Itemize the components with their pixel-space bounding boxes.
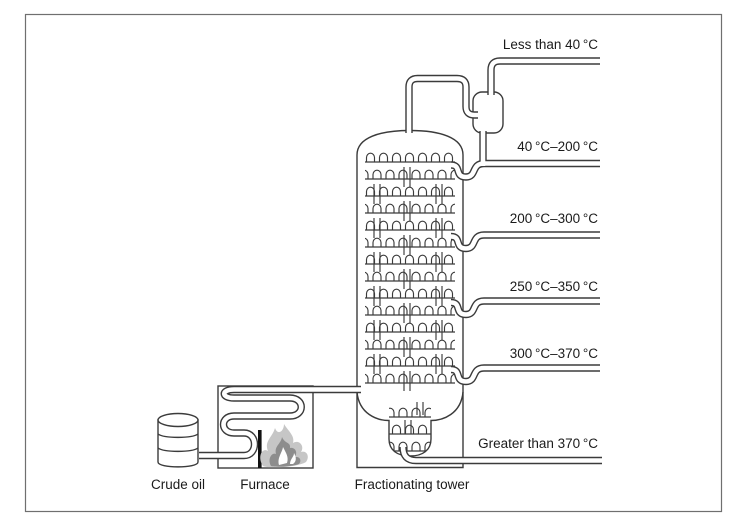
frame-border	[24, 13, 723, 513]
flame-icon	[260, 424, 308, 468]
tray-downcomers	[373, 167, 443, 434]
label-greater-370: Greater than 370 °C	[478, 436, 598, 451]
label-less-than-40: Less than 40 °C	[502, 37, 598, 52]
label-40-200: 40 °C–200 °C	[517, 139, 598, 154]
fractionating-tower	[356, 129, 464, 469]
label-250-350: 250 °C–350 °C	[509, 279, 598, 294]
furnace-divider	[258, 430, 262, 468]
label-300-370: 300 °C–370 °C	[509, 346, 598, 361]
crude-oil-barrel	[157, 412, 199, 468]
label-furnace: Furnace	[240, 477, 290, 492]
label-fractionating-tower: Fractionating tower	[354, 477, 470, 492]
bubble-cap-trays	[365, 150, 455, 456]
label-200-300: 200 °C–300 °C	[509, 211, 598, 226]
label-crude-oil: Crude oil	[150, 477, 206, 492]
